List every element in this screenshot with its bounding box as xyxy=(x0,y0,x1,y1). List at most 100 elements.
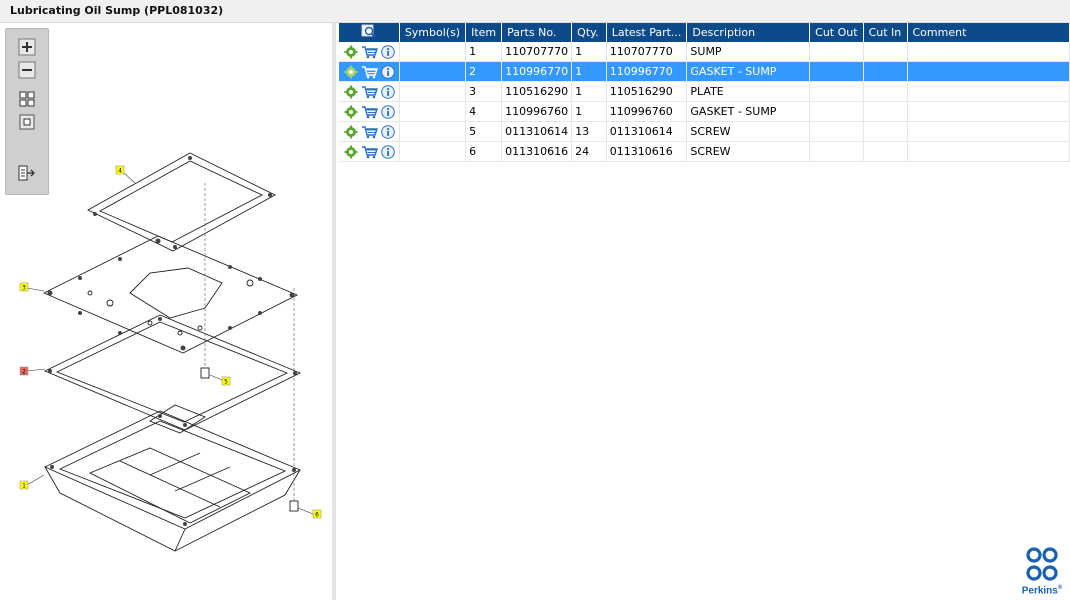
cell-qty: 1 xyxy=(571,101,607,122)
cell-description: PLATE xyxy=(686,81,811,102)
row-actions xyxy=(339,101,400,122)
gear-icon[interactable] xyxy=(344,85,358,99)
info-icon[interactable] xyxy=(381,124,395,139)
info-icon[interactable] xyxy=(381,144,395,159)
column-header-qty[interactable]: Qty. xyxy=(571,23,607,42)
column-header-symbols[interactable]: Symbol(s) xyxy=(399,23,467,42)
row-actions xyxy=(339,61,400,82)
actual-size-button[interactable] xyxy=(18,113,36,131)
cell-latest-part: 011310614 xyxy=(606,121,688,142)
column-header-item[interactable]: Item xyxy=(465,23,503,42)
cell-cut-out xyxy=(809,141,864,162)
cell-item: 5 xyxy=(465,121,503,142)
logo-mark: ® xyxy=(1057,584,1063,591)
callout-5[interactable]: 5 xyxy=(221,376,231,386)
illustration-pane[interactable]: 4 3 2 5 1 6 xyxy=(0,23,332,600)
callout-2[interactable]: 2 xyxy=(19,366,29,376)
cell-symbols xyxy=(399,121,467,142)
gear-icon[interactable] xyxy=(344,145,358,159)
callout-3[interactable]: 3 xyxy=(19,282,29,292)
cell-cut-out xyxy=(809,81,864,102)
parts-list-pane: Symbol(s) Item Parts No. Qty. Latest Par… xyxy=(336,23,1070,600)
cell-cut-in xyxy=(863,42,908,62)
row-actions xyxy=(339,81,400,102)
cell-latest-part: 011310616 xyxy=(606,141,688,162)
callout-6[interactable]: 6 xyxy=(312,509,322,519)
cell-item: 2 xyxy=(465,61,503,82)
callout-1[interactable]: 1 xyxy=(19,480,29,490)
column-header-latest-part[interactable]: Latest Part... xyxy=(606,23,688,42)
cell-description: SCREW xyxy=(686,121,811,142)
svg-text:4: 4 xyxy=(118,168,122,175)
cell-comment xyxy=(907,121,1070,142)
cell-qty: 1 xyxy=(571,42,607,62)
info-icon[interactable] xyxy=(381,84,395,99)
info-icon[interactable] xyxy=(381,64,395,79)
cell-cut-out xyxy=(809,61,864,82)
shopping-cart-icon[interactable] xyxy=(361,145,378,159)
shopping-cart-icon[interactable] xyxy=(361,125,378,139)
perkins-logo: Perkins® xyxy=(1020,546,1064,596)
column-header-comment[interactable]: Comment xyxy=(907,23,1070,42)
drawing-toolbar xyxy=(5,28,49,195)
cell-qty: 24 xyxy=(571,141,607,162)
gear-icon[interactable] xyxy=(344,45,358,59)
cell-latest-part: 110707770 xyxy=(606,42,688,62)
zoom-in-icon xyxy=(18,38,36,56)
shopping-cart-icon[interactable] xyxy=(361,85,378,99)
shopping-cart-icon[interactable] xyxy=(361,45,378,59)
cell-parts-no: 110516290 xyxy=(501,81,573,102)
cell-cut-in xyxy=(863,121,908,142)
row-actions xyxy=(339,121,400,142)
zoom-out-icon xyxy=(18,61,36,79)
gear-icon[interactable] xyxy=(344,105,358,119)
export-icon xyxy=(18,165,35,181)
column-header-tools[interactable] xyxy=(339,23,400,42)
zoom-out-button[interactable] xyxy=(18,61,36,79)
cell-parts-no: 110707770 xyxy=(501,42,573,62)
cell-symbols xyxy=(399,141,467,162)
info-icon[interactable] xyxy=(381,104,395,119)
fit-to-window-button[interactable] xyxy=(18,90,36,108)
cell-symbols xyxy=(399,81,467,102)
cell-description: GASKET - SUMP xyxy=(686,61,811,82)
shopping-cart-icon[interactable] xyxy=(361,105,378,119)
svg-text:1: 1 xyxy=(22,483,26,490)
cell-description: GASKET - SUMP xyxy=(686,101,811,122)
search-icon xyxy=(361,24,376,38)
pane-splitter[interactable] xyxy=(332,23,336,600)
gear-icon[interactable] xyxy=(344,65,358,79)
cell-parts-no: 011310614 xyxy=(501,121,573,142)
cell-parts-no: 011310616 xyxy=(501,141,573,162)
cell-latest-part: 110516290 xyxy=(606,81,688,102)
column-header-cut-out[interactable]: Cut Out xyxy=(809,23,864,42)
gear-icon[interactable] xyxy=(344,125,358,139)
cell-cut-out xyxy=(809,42,864,62)
cell-qty: 13 xyxy=(571,121,607,142)
svg-text:6: 6 xyxy=(315,512,319,519)
cell-cut-out xyxy=(809,121,864,142)
cell-latest-part: 110996770 xyxy=(606,61,688,82)
cell-description: SUMP xyxy=(686,42,811,62)
column-header-cut-in[interactable]: Cut In xyxy=(863,23,908,42)
svg-text:5: 5 xyxy=(224,379,228,386)
cell-comment xyxy=(907,42,1070,62)
cell-symbols xyxy=(399,61,467,82)
column-header-parts-no[interactable]: Parts No. xyxy=(501,23,573,42)
shopping-cart-icon[interactable] xyxy=(361,65,378,79)
info-icon[interactable] xyxy=(381,44,395,59)
exploded-view-drawing[interactable]: 4 3 2 5 1 6 xyxy=(0,23,332,600)
zoom-in-button[interactable] xyxy=(18,38,36,56)
callout-4[interactable]: 4 xyxy=(115,165,125,175)
perkins-logo-icon xyxy=(1026,547,1058,581)
cell-cut-out xyxy=(809,101,864,122)
column-header-description[interactable]: Description xyxy=(686,23,811,42)
export-button[interactable] xyxy=(18,164,36,182)
cell-comment xyxy=(907,81,1070,102)
